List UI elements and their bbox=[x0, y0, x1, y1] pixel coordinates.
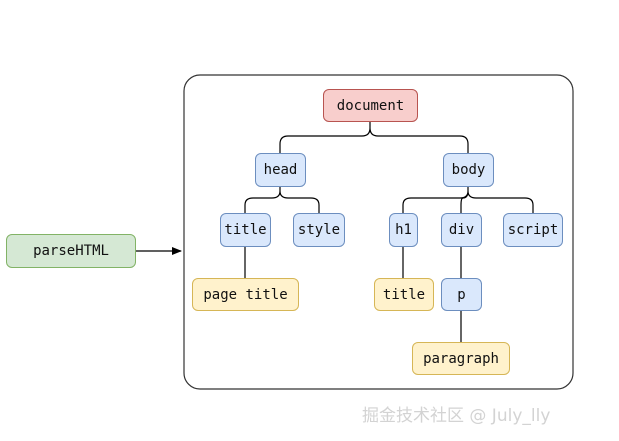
parse-html-node: parseHTML bbox=[6, 234, 136, 268]
title-node: title bbox=[220, 213, 271, 247]
style-node: style bbox=[293, 213, 345, 247]
connector-document-children bbox=[279, 122, 469, 153]
connector-body-children bbox=[402, 187, 534, 213]
p-node: p bbox=[441, 278, 482, 311]
body-node: body bbox=[443, 153, 494, 187]
head-node: head bbox=[255, 153, 306, 187]
paragraph-text-node: paragraph bbox=[412, 342, 510, 375]
script-node: script bbox=[503, 213, 563, 247]
h1-node: h1 bbox=[389, 213, 418, 247]
connector-head-children bbox=[244, 187, 320, 213]
div-node: div bbox=[441, 213, 482, 247]
watermark: 掘金技术社区 @ July_lly bbox=[362, 405, 551, 426]
page-title-text-node: page title bbox=[192, 278, 299, 311]
title-text-node: title bbox=[374, 278, 434, 311]
document-node: document bbox=[323, 89, 418, 122]
